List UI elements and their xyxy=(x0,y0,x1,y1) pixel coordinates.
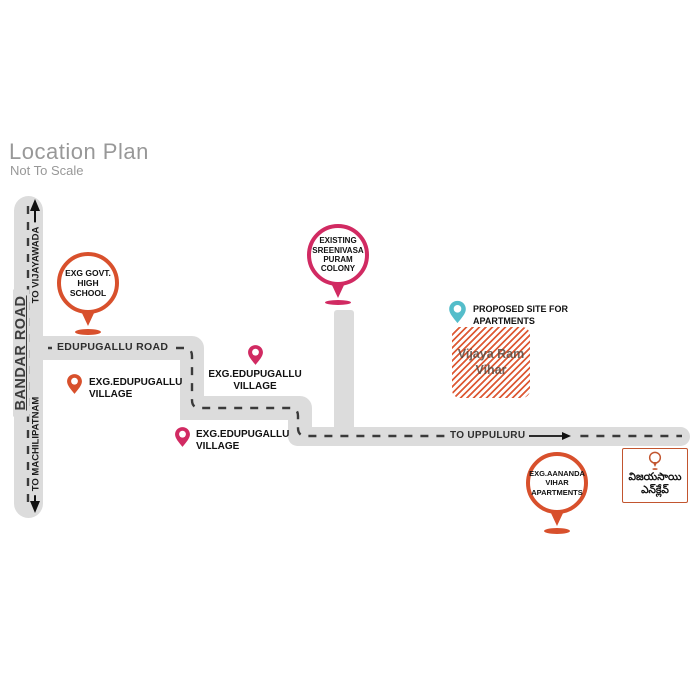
label-line: APARTMENTS xyxy=(473,315,535,326)
enclave-name-line: ఎన్‌క్లేవ్ xyxy=(641,483,669,496)
label-line: EXG GOVT. xyxy=(65,267,111,278)
proposed-site-pin-icon xyxy=(449,300,466,324)
label-line: PROPOSED SITE FOR xyxy=(473,304,569,314)
village-south-label: EXG.EDUPUGALLU VILLAGE xyxy=(196,429,289,452)
aananda-apartments-balloon-icon: EXG.AANANDA VIHAR APARTMENTS xyxy=(526,452,588,534)
label-line: PURAM xyxy=(323,255,353,264)
label-line: VILLAGE xyxy=(233,380,277,392)
road-connector-2 xyxy=(180,396,296,420)
bandar-road-label: BANDAR ROAD xyxy=(13,289,29,417)
sreenivasa-colony-label: EXISTING SREENIVASA PURAM COLONY xyxy=(307,224,369,286)
sreenivasa-colony-balloon-icon: EXISTING SREENIVASA PURAM COLONY xyxy=(307,224,369,305)
enclave-name-line: విజయసాయి xyxy=(628,471,682,483)
aananda-apartments-label: EXG.AANANDA VIHAR APARTMENTS xyxy=(526,452,588,514)
village-mid-pin-icon xyxy=(248,345,263,365)
label-line: SCHOOL xyxy=(69,288,107,299)
vijayasai-enclave-box: విజయసాయి ఎన్‌క్లేవ్ xyxy=(622,448,688,503)
village-mid-label: EXG.EDUPUGALLU VILLAGE xyxy=(205,369,305,392)
label-line: EXG.EDUPUGALLU xyxy=(208,369,302,380)
enclave-pin-icon xyxy=(648,451,662,470)
label-line: VILLAGE xyxy=(196,440,240,452)
proposed-site-label: PROPOSED SITE FOR APARTMENTS xyxy=(473,304,568,327)
to-uppuluru-label: TO UPPULURU xyxy=(446,429,578,442)
label-line: HIGH xyxy=(77,277,99,288)
to-machilipatnam-label: TO MACHILIPATNAM xyxy=(30,392,42,496)
label-line: EXG.EDUPUGALLU xyxy=(196,429,290,440)
high-school-label: EXG GOVT. HIGH SCHOOL xyxy=(57,252,119,314)
label-line: VIHAR xyxy=(545,478,569,488)
site-name-line: Vihar xyxy=(475,362,507,377)
to-uppuluru-text: TO UPPULURU xyxy=(450,430,526,441)
colony-road-stub xyxy=(334,310,354,432)
label-line: APARTMENTS xyxy=(531,487,583,497)
label-line: EXISTING xyxy=(319,236,357,246)
label-line: EXG.AANANDA xyxy=(529,468,585,478)
site-name-line: Vijaya Ram xyxy=(457,346,525,361)
label-line: EXG.EDUPUGALLU xyxy=(89,377,183,388)
balloon-shadow xyxy=(75,329,101,335)
label-line: VILLAGE xyxy=(89,388,133,400)
page-title: Location Plan xyxy=(9,139,149,164)
page-subtitle: Not To Scale xyxy=(10,163,84,178)
village-south-pin-icon xyxy=(175,427,190,447)
vijaya-ram-vihar-site: Vijaya Ram Vihar xyxy=(452,327,530,398)
to-vijayawada-label: TO VIJAYAWADA xyxy=(30,222,42,308)
label-line: COLONY xyxy=(320,264,356,274)
balloon-shadow xyxy=(544,528,570,534)
label-line: SREENIVASA xyxy=(312,245,364,255)
village-west-label: EXG.EDUPUGALLU VILLAGE xyxy=(89,377,182,400)
edupugallu-road-label: EDUPUGALLU ROAD xyxy=(52,340,174,354)
high-school-balloon-icon: EXG GOVT. HIGH SCHOOL xyxy=(57,252,119,335)
balloon-shadow xyxy=(325,300,351,305)
east-arrow-icon xyxy=(529,431,572,440)
village-west-pin-icon xyxy=(67,374,82,394)
